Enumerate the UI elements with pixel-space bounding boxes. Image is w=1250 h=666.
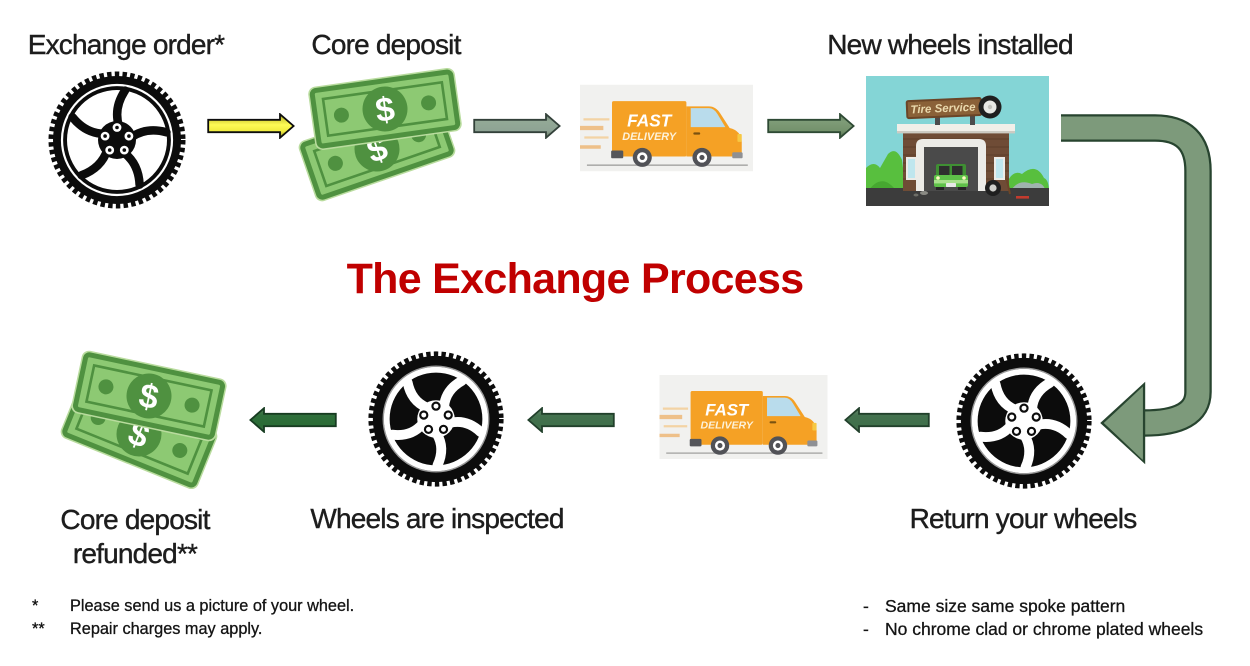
footnotes-left: *Please send us a picture of your wheel.…: [32, 595, 354, 641]
footnote-line: -No chrome clad or chrome plated wheels: [863, 619, 1204, 639]
arrow-left-mid-green-icon: [527, 407, 615, 433]
truck-delivery-return: [655, 375, 832, 459]
wheel-exchange-order: [42, 65, 192, 215]
arrow-left-dark-green-icon: [249, 407, 337, 433]
label-core-deposit: Core deposit: [311, 29, 461, 60]
footnote-line: -Same size same spoke pattern: [863, 596, 1126, 616]
footnote-line: *Please send us a picture of your wheel.: [32, 597, 355, 615]
money-core-refunded: [50, 344, 235, 489]
label-wheels-inspected: Wheels are inspected: [310, 503, 564, 534]
label-return-your-wheels: Return your wheels: [909, 503, 1137, 534]
arrow-right-sage-icon: [473, 113, 561, 139]
arrow-right-yellow-icon: [207, 113, 295, 139]
tire-service-shop: [866, 76, 1049, 206]
arrow-right-green-icon: [767, 113, 855, 139]
curved-arrow-icon: [1061, 114, 1212, 465]
wheel-return: [950, 347, 1098, 495]
footnotes-right: -Same size same spoke pattern -No chrome…: [863, 595, 1203, 641]
arrow-left-green-icon: [844, 407, 930, 433]
money-core-deposit: [293, 63, 473, 203]
truck-delivery-to-shop: [580, 84, 753, 172]
label-new-wheels-installed: New wheels installed: [827, 29, 1074, 60]
wheel-inspected: [362, 345, 510, 493]
diagram-title: The Exchange Process: [346, 255, 805, 303]
footnote-line: **Repair charges may apply.: [32, 620, 263, 638]
label-core-deposit-refunded: Core deposit refunded**: [60, 504, 210, 569]
label-exchange-order: Exchange order*: [27, 29, 226, 60]
